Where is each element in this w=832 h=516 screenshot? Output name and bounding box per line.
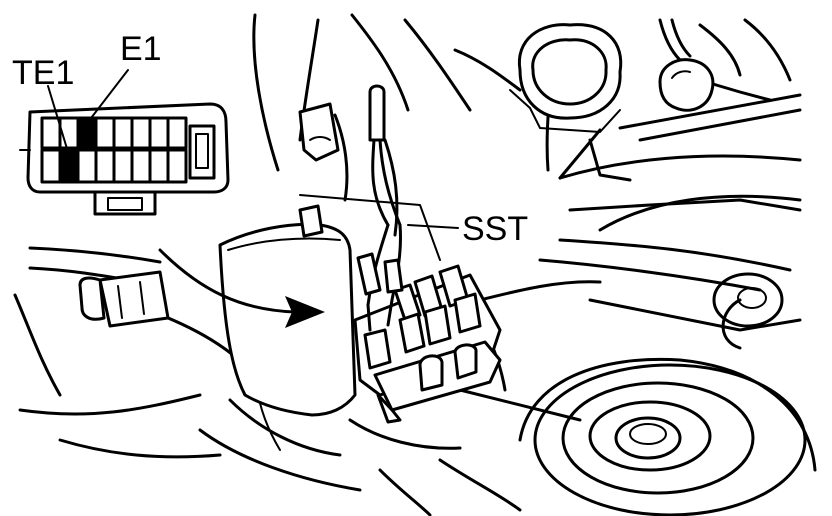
e1-leader-line bbox=[87, 69, 129, 123]
direction-arrow bbox=[158, 248, 325, 328]
terminal-5 bbox=[112, 116, 134, 150]
strut-mount bbox=[518, 272, 817, 516]
terminal-12 bbox=[94, 148, 116, 184]
terminal-e1 bbox=[76, 116, 98, 150]
terminal-7 bbox=[148, 116, 170, 150]
connector-inset bbox=[19, 102, 230, 216]
terminal-1 bbox=[40, 116, 62, 150]
terminal-6 bbox=[130, 116, 152, 150]
background-engine-lines bbox=[13, 13, 802, 516]
radiator-cap bbox=[509, 23, 623, 133]
check-connector bbox=[353, 264, 502, 424]
bulb-sensor bbox=[658, 18, 715, 112]
left-connector bbox=[78, 270, 170, 328]
terminal-8 bbox=[166, 116, 188, 150]
terminal-15 bbox=[148, 148, 170, 184]
fuse-box-cover bbox=[218, 204, 357, 417]
terminal-11 bbox=[76, 148, 98, 184]
te1-label: TE1 bbox=[12, 54, 74, 92]
terminal-13 bbox=[112, 148, 134, 184]
te1-leader-line bbox=[47, 85, 69, 153]
terminal-9 bbox=[40, 148, 62, 184]
terminal-16 bbox=[166, 148, 188, 184]
bracket bbox=[298, 102, 340, 162]
terminal-te1 bbox=[58, 148, 80, 184]
sst-label: SST bbox=[462, 210, 528, 248]
sst-jumper-wire bbox=[356, 84, 404, 332]
sst-leader-line bbox=[407, 224, 459, 229]
terminal-4 bbox=[94, 116, 116, 150]
terminal-14 bbox=[130, 148, 152, 184]
e1-label: E1 bbox=[120, 30, 162, 68]
